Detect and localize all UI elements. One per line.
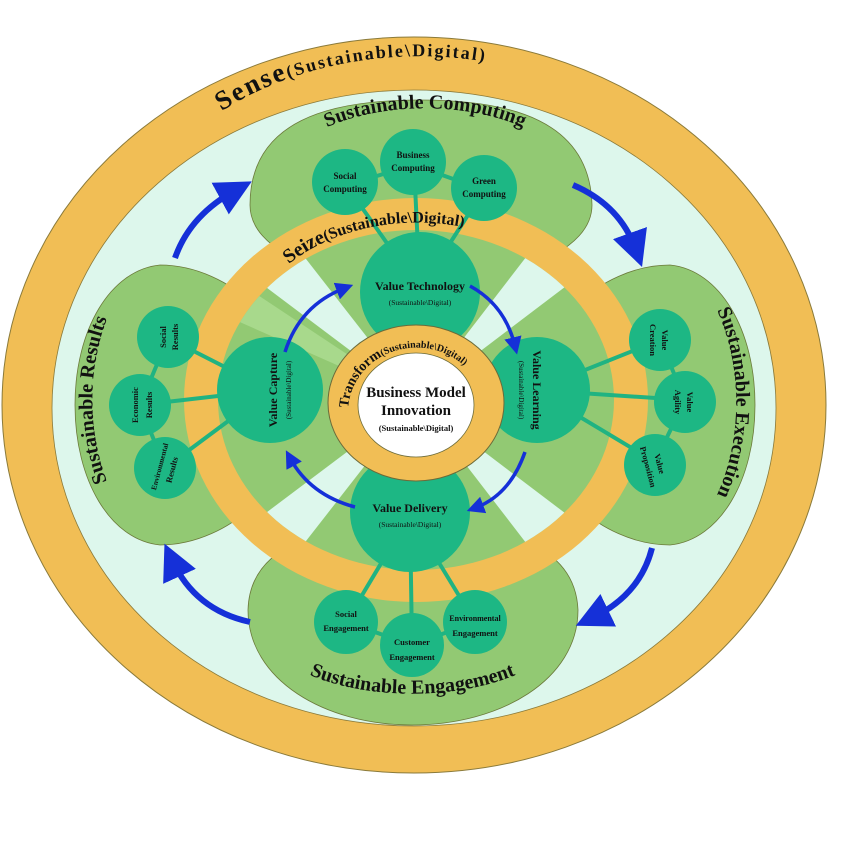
customer-engagement-l1: Customer — [394, 637, 430, 647]
node-social-engagement[interactable] — [314, 590, 378, 654]
green-computing-l2: Computing — [462, 189, 506, 199]
social-engagement-l1: Social — [335, 609, 357, 619]
center-title-line2: Innovation — [381, 403, 452, 419]
value-technology-subtitle: (Sustainable\Digital) — [389, 298, 452, 307]
environmental-engagement-l1: Environmental — [449, 614, 501, 623]
value-delivery-title: Value Delivery — [372, 501, 447, 515]
outer-arrows — [163, 181, 655, 627]
value-delivery-node[interactable] — [350, 452, 470, 572]
petal-nodes — [109, 129, 716, 677]
inner-arrows — [283, 282, 527, 514]
value-nodes — [217, 232, 590, 572]
arrow-computing-to-execution — [571, 182, 647, 267]
social-computing-l2: Computing — [323, 184, 367, 194]
node-customer-engagement[interactable] — [380, 613, 444, 677]
value-capture-subtitle: (Sustainable\Digital) — [285, 360, 293, 419]
value-learning-title: Value Learning — [530, 350, 544, 429]
value-agility-l2: Agility — [673, 390, 683, 415]
node-value-proposition[interactable] — [624, 434, 686, 496]
value-creation-l1: Value — [660, 330, 670, 351]
business-computing-l2: Computing — [391, 163, 435, 173]
arrow-capture-to-technology — [283, 282, 354, 353]
social-computing-l1: Social — [333, 171, 357, 181]
node-green-computing[interactable] — [451, 155, 517, 221]
node-environmental-results[interactable] — [134, 437, 196, 499]
green-computing-l1: Green — [472, 176, 496, 186]
node-social-computing[interactable] — [312, 149, 378, 215]
social-engagement-l2: Engagement — [323, 623, 369, 633]
node-value-creation[interactable] — [629, 309, 691, 371]
value-capture-title: Value Capture — [266, 352, 280, 427]
node-social-results[interactable] — [137, 306, 199, 368]
arrow-technology-to-learning — [469, 284, 522, 355]
arrow-execution-to-engagement — [575, 547, 655, 627]
arrow-delivery-to-capture — [285, 450, 356, 509]
center-subtitle: (Sustainable\Digital) — [379, 423, 454, 433]
value-learning-subtitle: (Sustainable\Digital) — [517, 361, 525, 420]
business-computing-l1: Business — [396, 150, 430, 160]
arrow-engagement-to-results — [163, 543, 251, 625]
value-agility-l1: Value — [685, 392, 695, 413]
node-value-agility[interactable] — [654, 371, 716, 433]
node-economic-results[interactable] — [109, 374, 171, 436]
economic-results-l1: Economic — [130, 387, 140, 423]
customer-engagement-l2: Engagement — [389, 652, 435, 662]
arrow-results-to-computing — [172, 181, 252, 260]
arrow-learning-to-delivery — [466, 451, 527, 514]
center-core — [357, 352, 475, 458]
node-environmental-engagement[interactable] — [443, 590, 507, 654]
value-capture-node[interactable] — [217, 337, 323, 443]
value-creation-l2: Creation — [648, 324, 658, 356]
social-results-l1: Social — [158, 326, 168, 348]
value-technology-node[interactable] — [360, 232, 480, 352]
node-business-computing[interactable] — [380, 129, 446, 195]
social-results-l2: Results — [170, 323, 180, 350]
center-title-line1: Business Model — [366, 385, 466, 401]
environmental-engagement-l2: Engagement — [452, 628, 498, 638]
value-delivery-subtitle: (Sustainable\Digital) — [379, 520, 442, 529]
economic-results-l2: Results — [144, 391, 154, 418]
value-learning-node[interactable] — [484, 337, 590, 443]
value-technology-title: Value Technology — [375, 279, 465, 293]
